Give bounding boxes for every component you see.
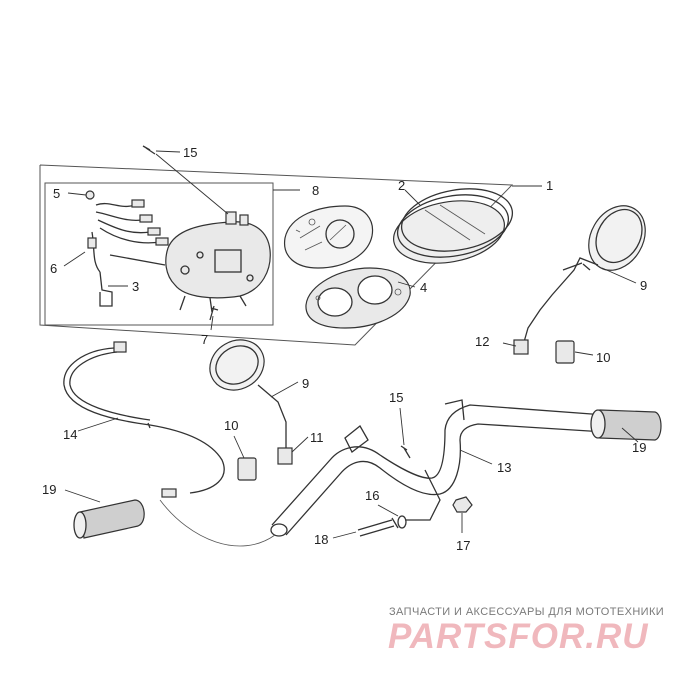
callout-9-right: 9 <box>640 278 647 293</box>
callout-4: 4 <box>420 280 427 295</box>
callout-2: 2 <box>398 178 405 193</box>
callout-5: 5 <box>53 186 60 201</box>
handlebar <box>270 399 606 537</box>
grip-right <box>590 409 662 441</box>
mirror-left <box>209 339 293 465</box>
callout-9-left: 9 <box>302 376 309 391</box>
mirror-right <box>513 205 646 355</box>
watermark-caption: ЗАПЧАСТИ И АКСЕССУАРЫ ДЛЯ МОТОТЕХНИКИ <box>389 606 665 618</box>
callout-16: 16 <box>365 488 379 503</box>
callout-19-left: 19 <box>42 482 56 497</box>
callout-8: 8 <box>312 183 319 198</box>
callout-13: 13 <box>497 460 511 475</box>
throttle-cable <box>63 341 225 498</box>
callout-17: 17 <box>456 538 470 553</box>
assembly-frame-8 <box>44 182 274 326</box>
nut-17 <box>452 496 473 513</box>
screw-7 <box>209 305 219 321</box>
callout-10-left: 10 <box>224 418 238 433</box>
callout-18: 18 <box>314 532 328 547</box>
instrument-housing <box>165 211 271 313</box>
callout-labels: 15 1 2 8 5 6 3 4 7 9 12 10 9 10 11 14 15… <box>42 145 647 553</box>
nut-10-left <box>237 457 257 481</box>
assembly-frame-1 <box>39 164 514 346</box>
bolt-18 <box>357 517 399 537</box>
cable-guide-line <box>159 499 276 547</box>
nut-10-right <box>555 340 575 364</box>
callout-15-lower: 15 <box>389 390 403 405</box>
callout-15-upper: 15 <box>183 145 197 160</box>
watermark-logo: PARTSFOR.RU <box>388 617 649 656</box>
callout-19-right: 19 <box>632 440 646 455</box>
callout-11: 11 <box>310 430 324 445</box>
wiring-harness <box>85 190 169 307</box>
callout-7: 7 <box>201 332 208 347</box>
callout-10-right: 10 <box>596 350 610 365</box>
callout-12: 12 <box>475 334 489 349</box>
instrument-lens <box>393 188 514 264</box>
callout-6: 6 <box>50 261 57 276</box>
instrument-bezel <box>305 267 411 329</box>
screw-15-lower <box>400 445 411 459</box>
callout-1: 1 <box>546 178 553 193</box>
gauge-face <box>284 205 374 269</box>
leader-lines <box>63 150 639 539</box>
screw-15-upper <box>142 145 156 155</box>
callout-14: 14 <box>63 427 77 442</box>
grip-left <box>73 499 145 539</box>
washer-16 <box>397 515 407 529</box>
callout-3: 3 <box>132 279 139 294</box>
